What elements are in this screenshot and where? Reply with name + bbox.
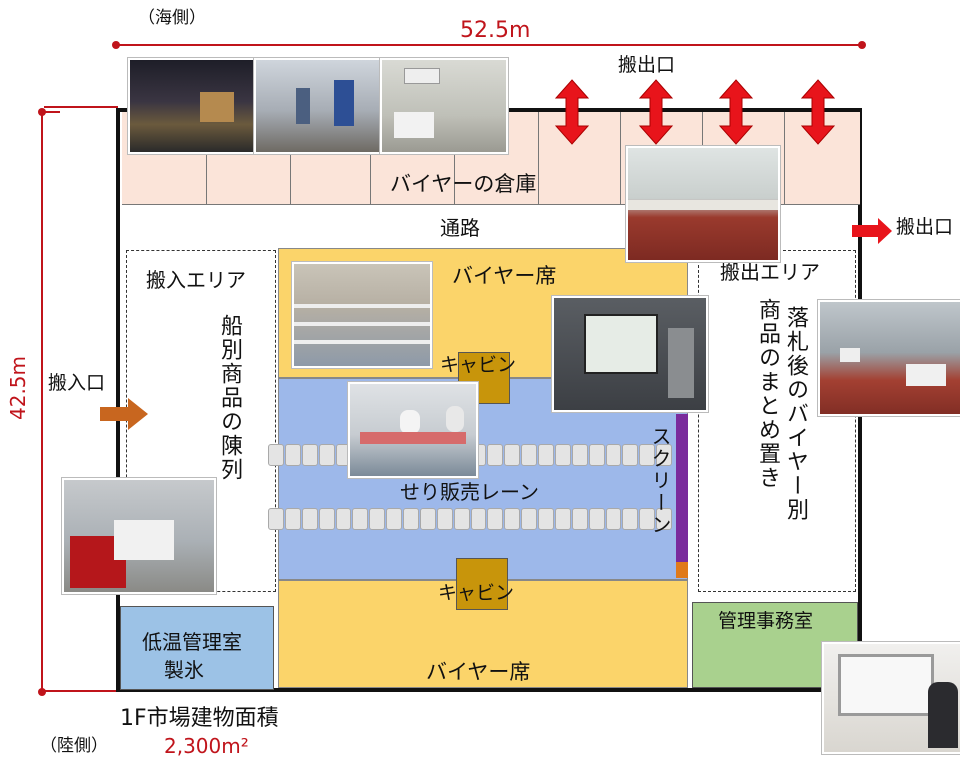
auction-screen-photo	[552, 296, 708, 412]
cold-room-label-line2: 製氷	[164, 658, 204, 682]
warehouse-bay	[538, 112, 621, 204]
auction-lane-label: せり販売レーン	[400, 480, 539, 504]
intake-arrow	[100, 398, 148, 430]
intake-gate-label: 搬入口	[48, 372, 106, 394]
warehouse-bay	[370, 112, 455, 204]
intake-display-label: 船別商品の陳列	[217, 314, 242, 482]
warehouse-doors-photo	[254, 58, 382, 154]
warehouse-bay	[122, 112, 207, 204]
width-dimension-line	[112, 41, 866, 49]
warehouse-bay	[702, 112, 785, 204]
screen-base	[676, 562, 688, 578]
right-exit-arrow	[852, 218, 892, 244]
auctioneer-cabin-photo	[348, 382, 478, 478]
floor-area-title: 1F市場建物面積	[120, 706, 279, 731]
admin-office-label: 管理事務室	[718, 610, 814, 632]
width-dimension-label: 52.5m	[460, 18, 531, 43]
warehouse-bay	[290, 112, 371, 204]
depth-dimension-line	[38, 108, 60, 696]
passage-label: 通路	[440, 216, 480, 240]
office-window-photo	[822, 642, 960, 754]
forklift-photo	[62, 478, 216, 594]
buyer-seats-top-label: バイヤー席	[452, 264, 557, 288]
buyer-seats-bottom-label: バイヤー席	[426, 660, 531, 684]
land-side-label: （陸側）	[40, 736, 108, 756]
floor-area-value: 2,300m²	[164, 734, 249, 758]
warehouse-bay	[454, 112, 539, 204]
sorted-goods-photo	[818, 300, 960, 416]
depth-tick-bottom	[44, 690, 118, 692]
intake-area-label: 搬入エリア	[146, 268, 246, 292]
outgoing-description-line2: 商品のまとめ置き	[755, 298, 780, 490]
outgoing-area-label: 搬出エリア	[720, 260, 820, 284]
buyer-seating-photo	[292, 262, 432, 368]
exit-arrows	[554, 79, 836, 145]
depth-tick-top	[44, 106, 118, 108]
cabin-top-label: キャビン	[440, 354, 517, 376]
screen-label: スクリーン	[648, 426, 672, 536]
cabin-bottom	[456, 558, 508, 610]
screen-bar	[676, 414, 688, 562]
cold-storage-photo	[380, 58, 508, 154]
outgoing-description-line1: 落札後のバイヤー別	[783, 306, 808, 522]
cold-room	[120, 606, 274, 690]
lane-lower	[268, 508, 672, 530]
right-exit-label: 搬出口	[896, 216, 954, 238]
cold-room-label-line1: 低温管理室	[142, 630, 242, 654]
cabin-bottom-label: キャビン	[438, 582, 515, 604]
warehouse-bay	[206, 112, 291, 204]
top-exit-label: 搬出口	[618, 54, 676, 76]
exit-floor-photo	[626, 146, 780, 262]
depth-dimension-label: 42.5m	[6, 355, 30, 420]
loading-dock-photo	[128, 58, 256, 154]
sea-side-label: （海側）	[138, 8, 206, 28]
warehouse-label: バイヤーの倉庫	[390, 172, 537, 196]
